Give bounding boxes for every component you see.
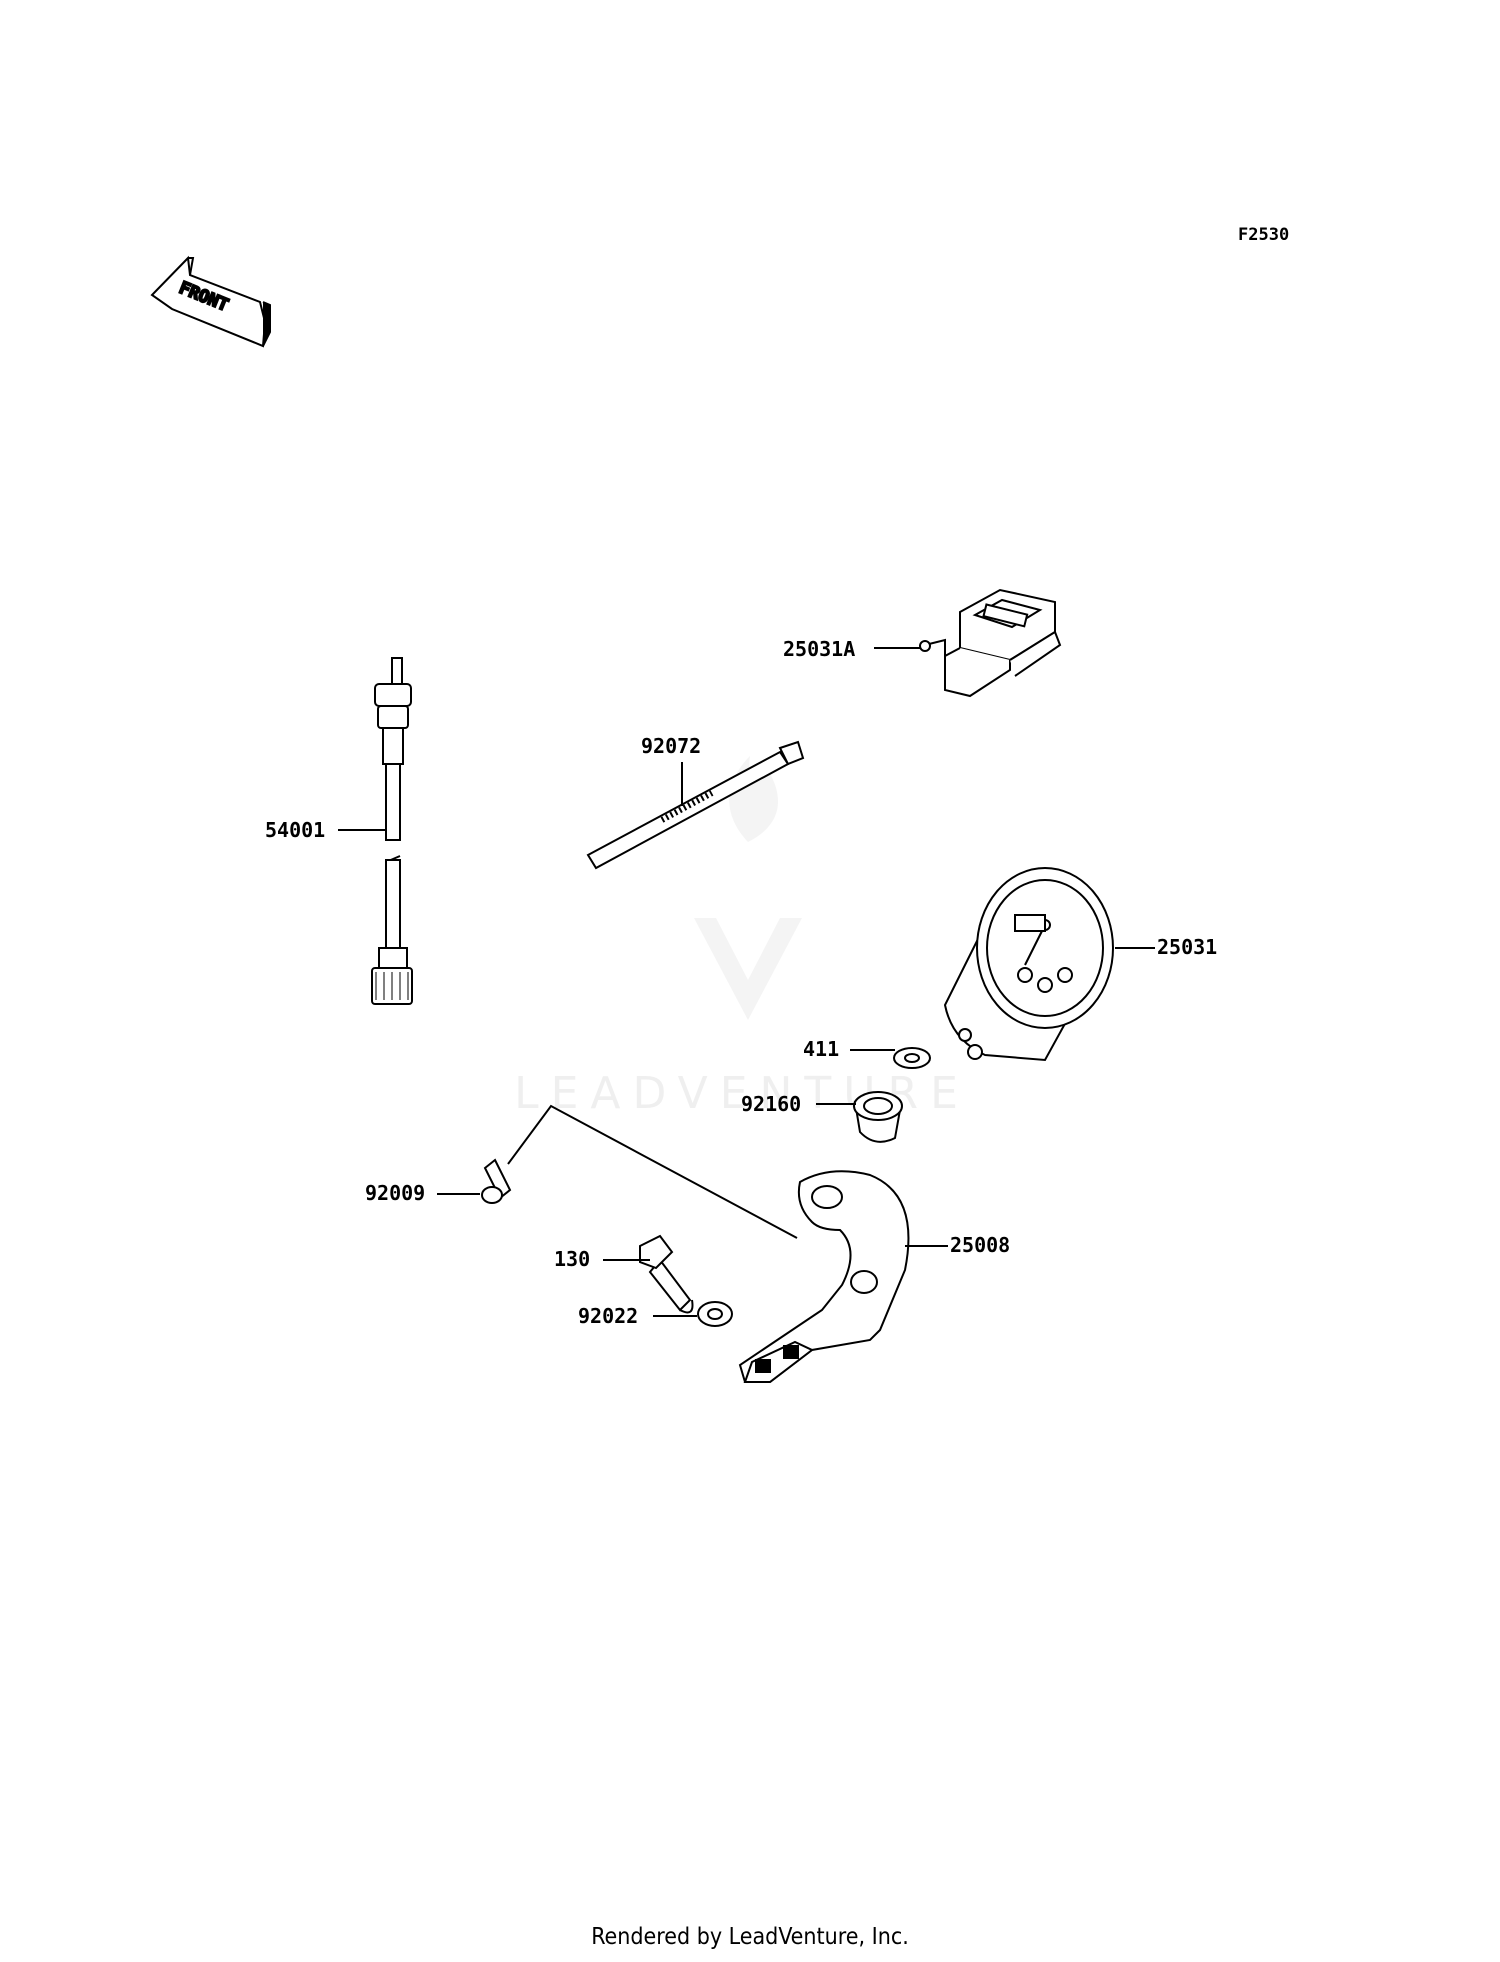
front-arrow-icon: FRONT [150, 255, 271, 348]
label-92072: 92072 [641, 734, 701, 758]
bracket-icon [738, 1170, 910, 1383]
label-411: 411 [803, 1037, 839, 1061]
label-130: 130 [554, 1247, 590, 1271]
screw-icon [481, 1158, 512, 1204]
label-25031A: 25031A [783, 637, 855, 661]
label-92022: 92022 [578, 1304, 638, 1328]
cable-tie-icon [586, 740, 805, 870]
label-92009: 92009 [365, 1181, 425, 1205]
small-washer-icon [697, 1301, 733, 1327]
bolt-icon [639, 1234, 694, 1314]
grommet-icon [853, 1091, 903, 1143]
label-92160: 92160 [741, 1092, 801, 1116]
speedometer-icon [943, 867, 1114, 1062]
label-25031: 25031 [1157, 935, 1217, 959]
footer-credit: Rendered by LeadVenture, Inc. [591, 1924, 909, 1950]
hour-meter-icon [919, 588, 1062, 698]
label-25008: 25008 [950, 1233, 1010, 1257]
speedometer-cable-icon [371, 657, 413, 1005]
label-54001: 54001 [265, 818, 325, 842]
diagram-code: F2530 [1238, 225, 1289, 245]
